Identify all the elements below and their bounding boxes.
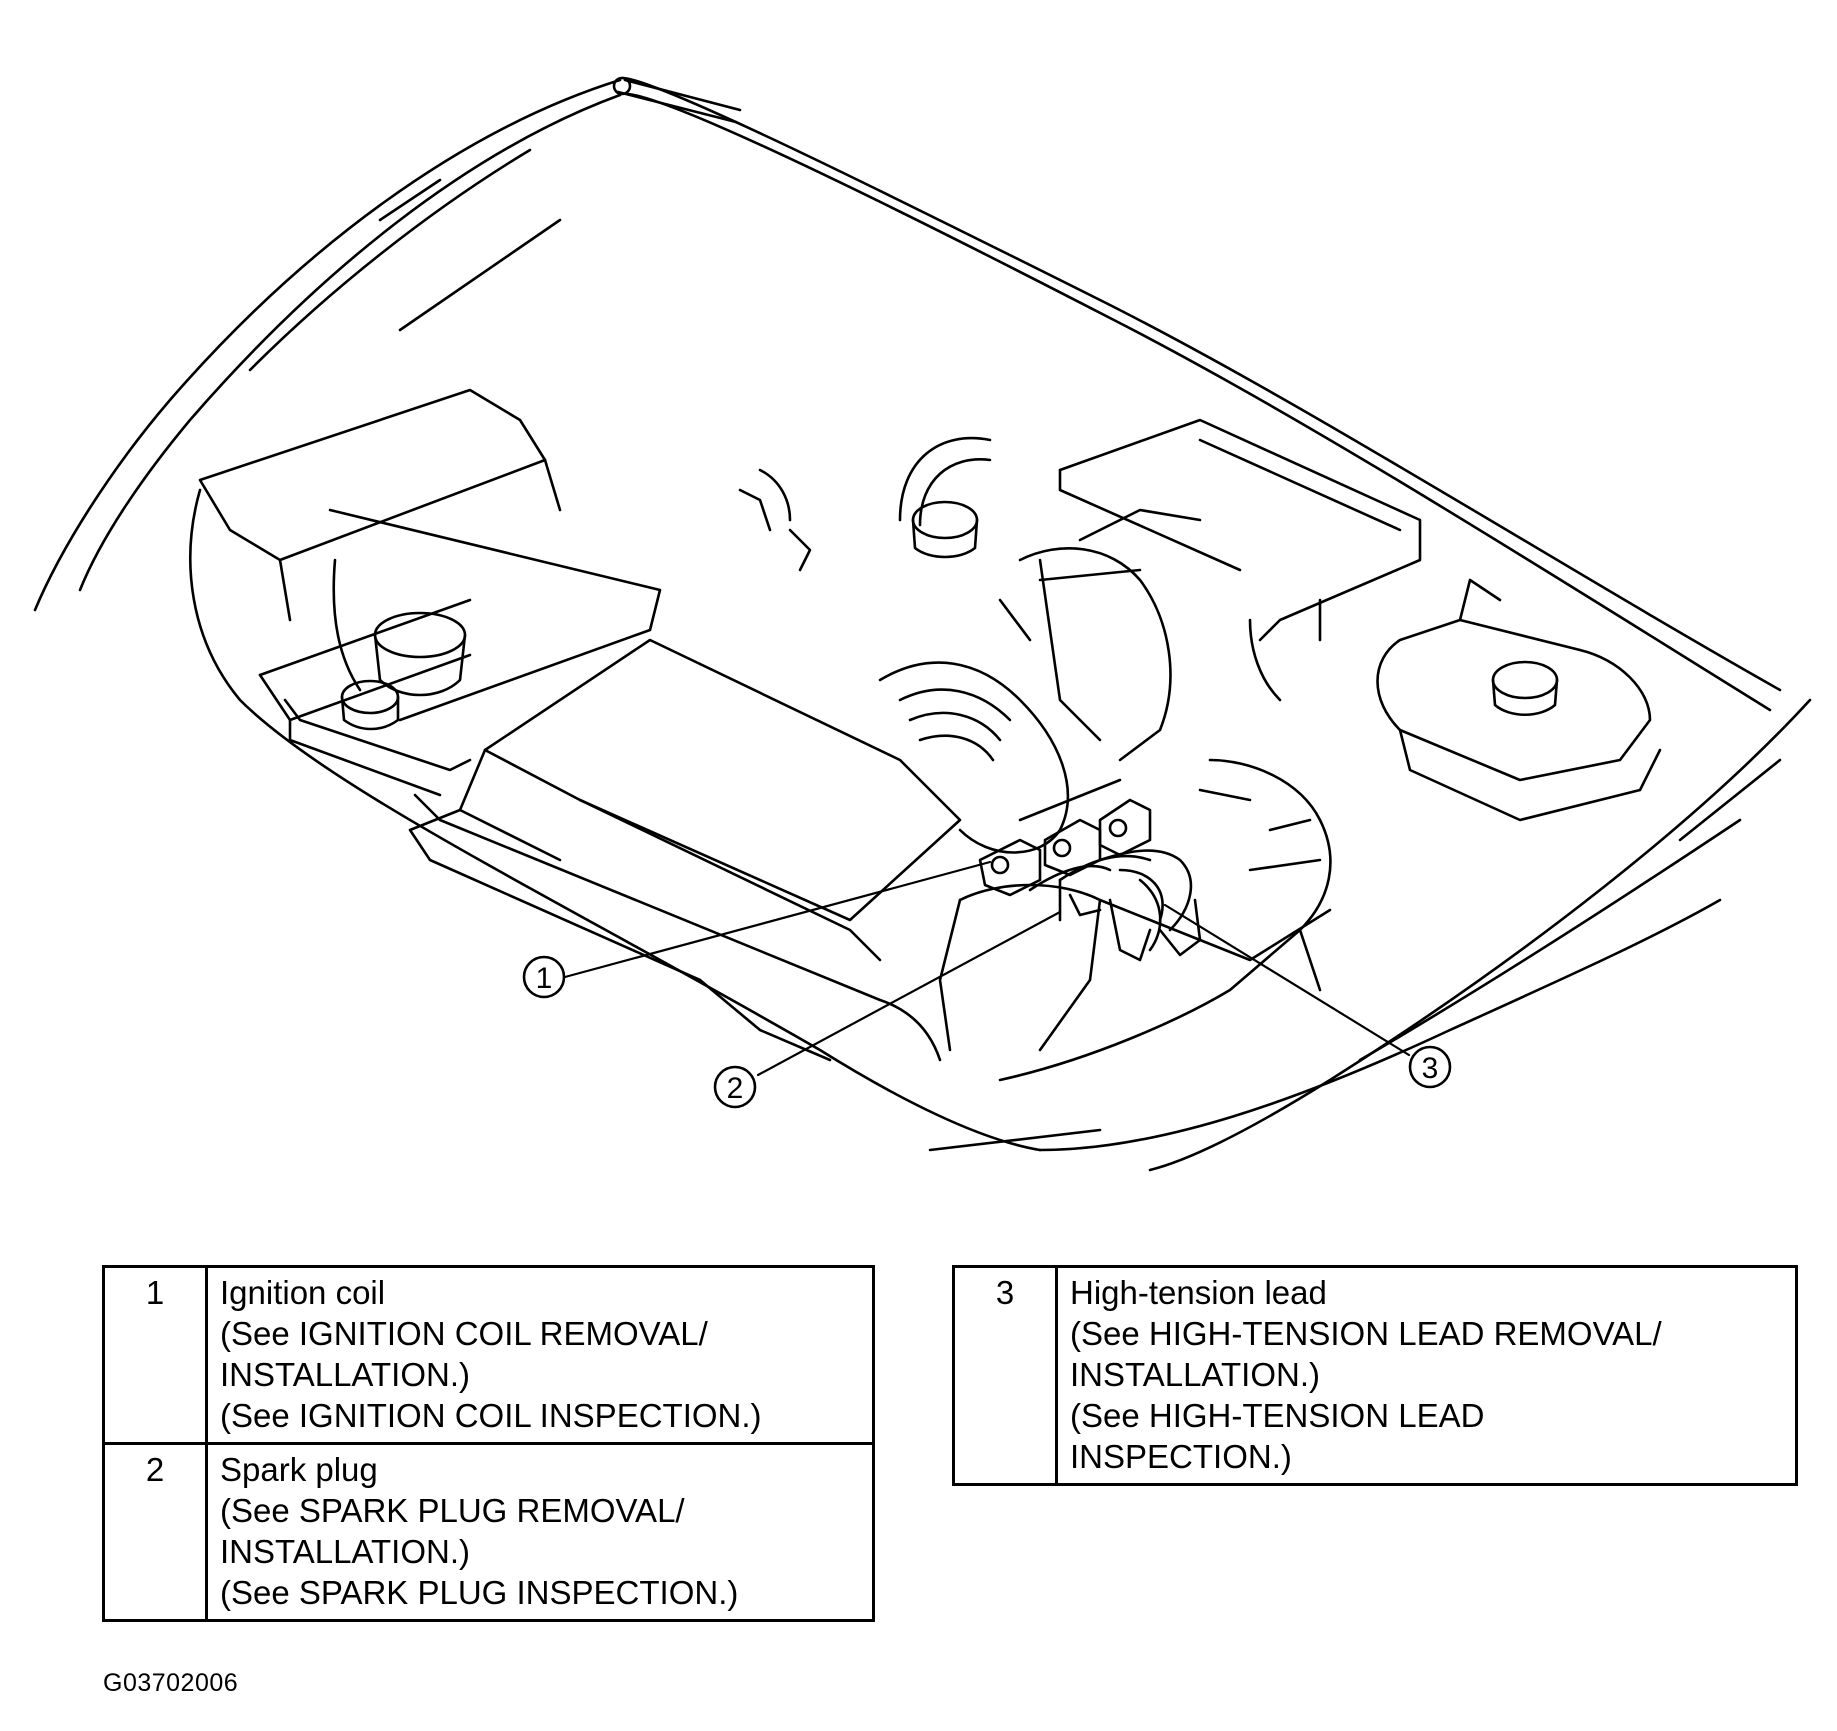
leader-lines: [563, 860, 1411, 1077]
callout-1: 1: [522, 955, 566, 999]
leader-line-1: [563, 860, 992, 979]
legend-row: 1 Ignition coil (See IGNITION COIL REMOV…: [102, 1265, 875, 1445]
upper-hoses: [738, 436, 992, 572]
svg-text:3: 3: [1422, 1052, 1439, 1085]
engine-bay-perimeter: [189, 488, 1722, 1152]
legend-ref-line: (See IGNITION COIL INSPECTION.): [220, 1397, 762, 1434]
legend-ref-line: INSTALLATION.): [220, 1533, 470, 1570]
fender-left: [33, 78, 622, 612]
legend-table-right: 3 High-tension lead (See HIGH-TENSION LE…: [952, 1265, 1798, 1486]
legend-item-name: Ignition coil: [220, 1274, 386, 1311]
reservoir-cap-left: [283, 679, 472, 797]
air-intake: [878, 508, 1202, 854]
legend-table-left: 1 Ignition coil (See IGNITION COIL REMOV…: [102, 1265, 875, 1622]
coolant-reservoir-right: [1376, 578, 1662, 822]
legend-item-name: High-tension lead: [1070, 1274, 1327, 1311]
engine-cover: [408, 638, 962, 1062]
engine-bay-diagram: 1 2 3: [33, 76, 1812, 1172]
hood-outline: [612, 76, 1782, 712]
svg-text:1: 1: [536, 962, 553, 995]
legend-ref-line: (See SPARK PLUG INSPECTION.): [220, 1574, 739, 1611]
legend-row: 3 High-tension lead (See HIGH-TENSION LE…: [952, 1265, 1798, 1486]
legend-ref-line: INSTALLATION.): [220, 1356, 470, 1393]
coil-pack-assembly: [978, 798, 1202, 962]
legend-number: 3: [952, 1265, 1058, 1486]
figure-code: G03702006: [103, 1669, 239, 1697]
callout-3: 3: [1408, 1045, 1452, 1089]
legend-row: 2 Spark plug (See SPARK PLUG REMOVAL/ IN…: [102, 1442, 875, 1622]
callout-2: 2: [713, 1065, 757, 1109]
legend-item-name: Spark plug: [220, 1451, 378, 1488]
left-component-block: [198, 388, 662, 722]
legend-description: High-tension lead (See HIGH-TENSION LEAD…: [1055, 1265, 1798, 1486]
legend-ref-line: (See IGNITION COIL REMOVAL/: [220, 1315, 708, 1352]
fender-right: [1148, 698, 1812, 1172]
legend-ref-line: INSPECTION.): [1070, 1438, 1292, 1475]
right-component-block: [1058, 418, 1422, 702]
leader-line-2: [756, 910, 1062, 1077]
legend-ref-line: (See HIGH-TENSION LEAD: [1070, 1397, 1485, 1434]
legend-number: 1: [102, 1265, 208, 1445]
legend-ref-line: (See HIGH-TENSION LEAD REMOVAL/: [1070, 1315, 1662, 1352]
legend-ref-line: INSTALLATION.): [1070, 1356, 1320, 1393]
svg-text:2: 2: [727, 1072, 744, 1105]
legend-number: 2: [102, 1442, 208, 1622]
right-lower-ducting: [938, 758, 1332, 1082]
leader-line-3: [1163, 903, 1411, 1057]
legend-ref-line: (See SPARK PLUG REMOVAL/: [220, 1492, 685, 1529]
legend-description: Ignition coil (See IGNITION COIL REMOVAL…: [205, 1265, 875, 1445]
legend-description: Spark plug (See SPARK PLUG REMOVAL/ INST…: [205, 1442, 875, 1622]
